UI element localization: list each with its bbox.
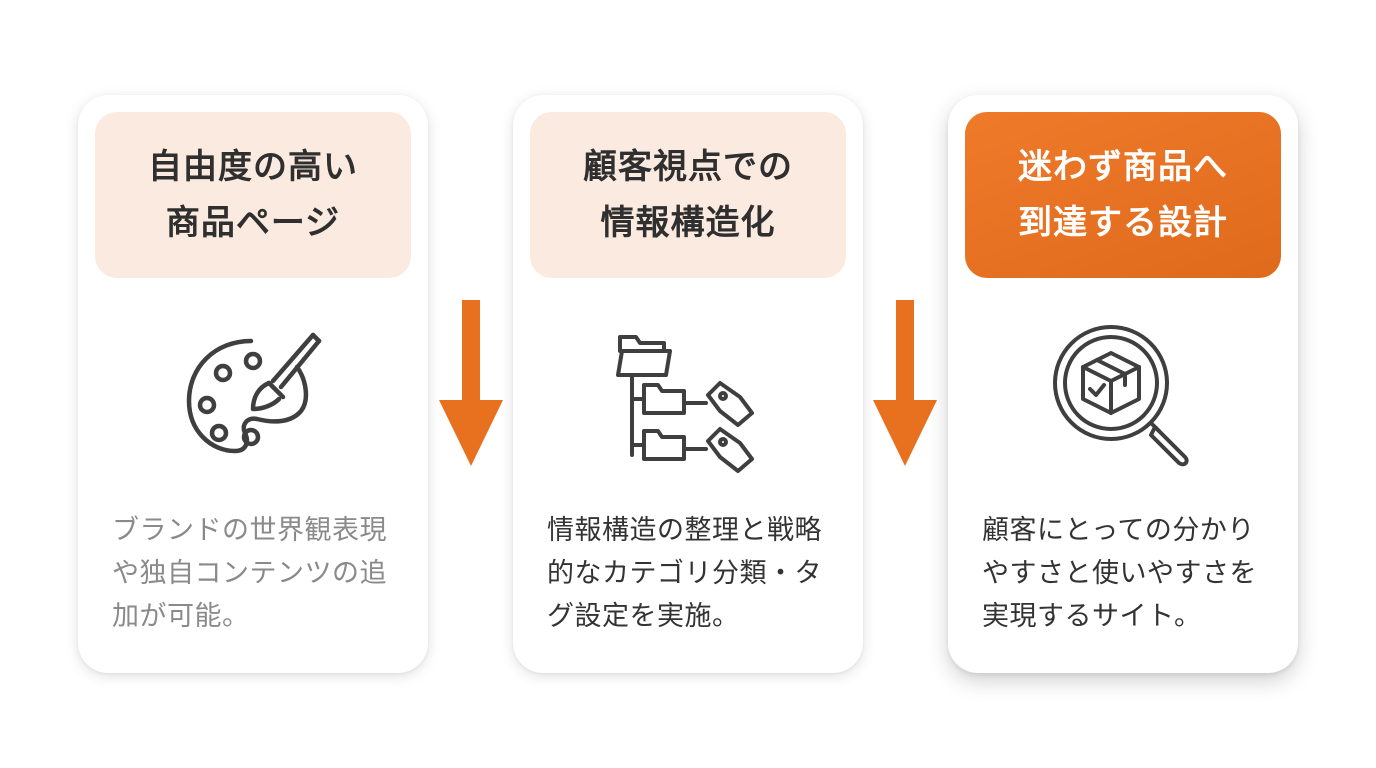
- card-title-line: 自由度の高い: [148, 147, 358, 187]
- palette-brush-icon: [173, 317, 333, 477]
- description-line: 的なカテゴリ分類・タ: [547, 558, 822, 589]
- card-description: 顧客にとっての分かり やすさと使いやすさを 実現するサイト。: [982, 509, 1282, 638]
- card-header: 自由度の高い 商品ページ: [95, 112, 411, 278]
- folder-tag-tree-icon: [608, 317, 768, 477]
- card-header: 顧客視点での 情報構造化: [530, 112, 846, 278]
- description-line: グ設定を実施。: [547, 601, 740, 632]
- card-title-line: 情報構造化: [600, 203, 776, 243]
- down-arrow-icon: [439, 300, 503, 468]
- description-line: やすさと使いやすさを: [982, 558, 1257, 589]
- card-information-structure: 顧客視点での 情報構造化 情報構造の整理と戦略 的なカテゴリ分類・: [513, 95, 863, 673]
- card-title-line: 到達する設計: [1018, 203, 1228, 243]
- card-description: 情報構造の整理と戦略 的なカテゴリ分類・タ グ設定を実施。: [547, 509, 847, 638]
- description-line: 情報構造の整理と戦略: [547, 515, 822, 546]
- card-navigation-design: 迷わず商品へ 到達する設計 顧客にとっての分かり やすさと使いやすさを 実現する…: [948, 95, 1298, 673]
- description-line: や独自コンテンツの追: [112, 558, 387, 589]
- card-title-line: 迷わず商品へ: [1018, 147, 1228, 187]
- description-line: 加が可能。: [112, 601, 250, 632]
- card-header: 迷わず商品へ 到達する設計: [965, 112, 1281, 278]
- card-description: ブランドの世界観表現 や独自コンテンツの追 加が可能。: [112, 509, 412, 638]
- card-title-line: 商品ページ: [165, 203, 341, 243]
- description-line: ブランドの世界観表現: [112, 515, 387, 546]
- description-line: 実現するサイト。: [982, 601, 1202, 632]
- magnifier-box-icon: [1043, 317, 1203, 477]
- card-title-line: 顧客視点での: [583, 147, 793, 187]
- description-line: 顧客にとっての分かり: [982, 515, 1255, 546]
- down-arrow-icon: [873, 300, 937, 468]
- card-product-page: 自由度の高い 商品ページ ブランドの世界観表現 や独自コンテンツの追 加が可能。: [78, 95, 428, 673]
